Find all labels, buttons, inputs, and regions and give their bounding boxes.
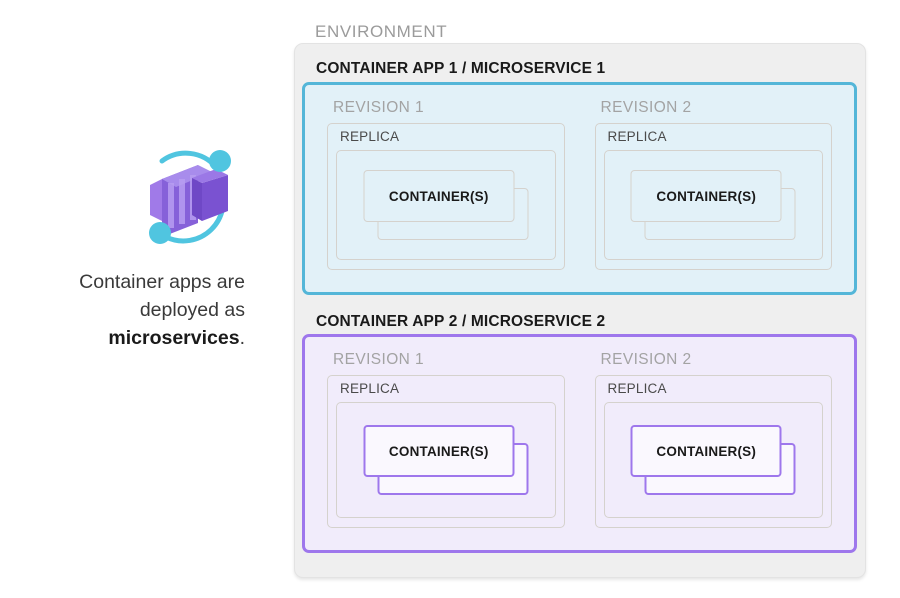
replica-label: REPLICA [607,129,667,144]
container-stack: CONTAINER(S) [363,170,529,240]
container-box-front: CONTAINER(S) [363,425,515,477]
container-stack: CONTAINER(S) [363,425,529,495]
container-stack: CONTAINER(S) [630,425,796,495]
revision-label: REVISION 2 [600,351,692,368]
replica-inner-box: CONTAINER(S) [603,402,823,518]
app2-revision-1: REVISION 1 REPLICA CONTAINER(S) [319,349,573,536]
azure-container-apps-icon [140,145,240,250]
container-label: CONTAINER(S) [656,443,757,459]
environment-label: ENVIRONMENT [315,22,448,41]
replica-box: REPLICA CONTAINER(S) [594,123,832,270]
container-app-2-title: CONTAINER APP 2 / MICROSERVICE 2 [316,313,606,330]
caption-emphasis: microservices [108,327,240,349]
container-label: CONTAINER(S) [388,443,489,459]
replica-inner-box: CONTAINER(S) [336,150,556,260]
replica-label: REPLICA [340,129,400,144]
container-app-1-box: REVISION 1 REPLICA CONTAINER(S) REVISION… [302,82,857,295]
replica-label: REPLICA [340,381,400,396]
container-box-front: CONTAINER(S) [630,170,782,222]
replica-label: REPLICA [607,381,667,396]
replica-inner-box: CONTAINER(S) [336,402,556,518]
caption-period: . [239,327,245,349]
container-box-front: CONTAINER(S) [363,170,515,222]
container-stack: CONTAINER(S) [630,170,796,240]
app2-revision-2: REVISION 2 REPLICA CONTAINER(S) [587,349,841,536]
container-label: CONTAINER(S) [656,188,757,204]
container-app-1-title: CONTAINER APP 1 / MICROSERVICE 1 [316,60,606,77]
caption-line-2: deployed as [139,299,245,321]
app1-revision-2: REVISION 2 REPLICA CONTAINER(S) [587,97,841,278]
app1-revision-1: REVISION 1 REPLICA CONTAINER(S) [319,97,573,278]
container-app-2-box: REVISION 1 REPLICA CONTAINER(S) REVISION… [302,334,857,553]
caption-line-1: Container apps are [79,271,245,293]
container-box-front: CONTAINER(S) [630,425,782,477]
revision-label: REVISION 1 [333,351,424,368]
container-label: CONTAINER(S) [388,188,489,204]
replica-box: REPLICA CONTAINER(S) [327,375,565,528]
revision-label: REVISION 1 [333,99,424,116]
replica-inner-box: CONTAINER(S) [603,150,823,260]
revision-label: REVISION 2 [600,99,692,116]
replica-box: REPLICA CONTAINER(S) [594,375,832,528]
replica-box: REPLICA CONTAINER(S) [327,123,565,270]
caption-text: Container apps are deployed as microserv… [40,268,245,352]
